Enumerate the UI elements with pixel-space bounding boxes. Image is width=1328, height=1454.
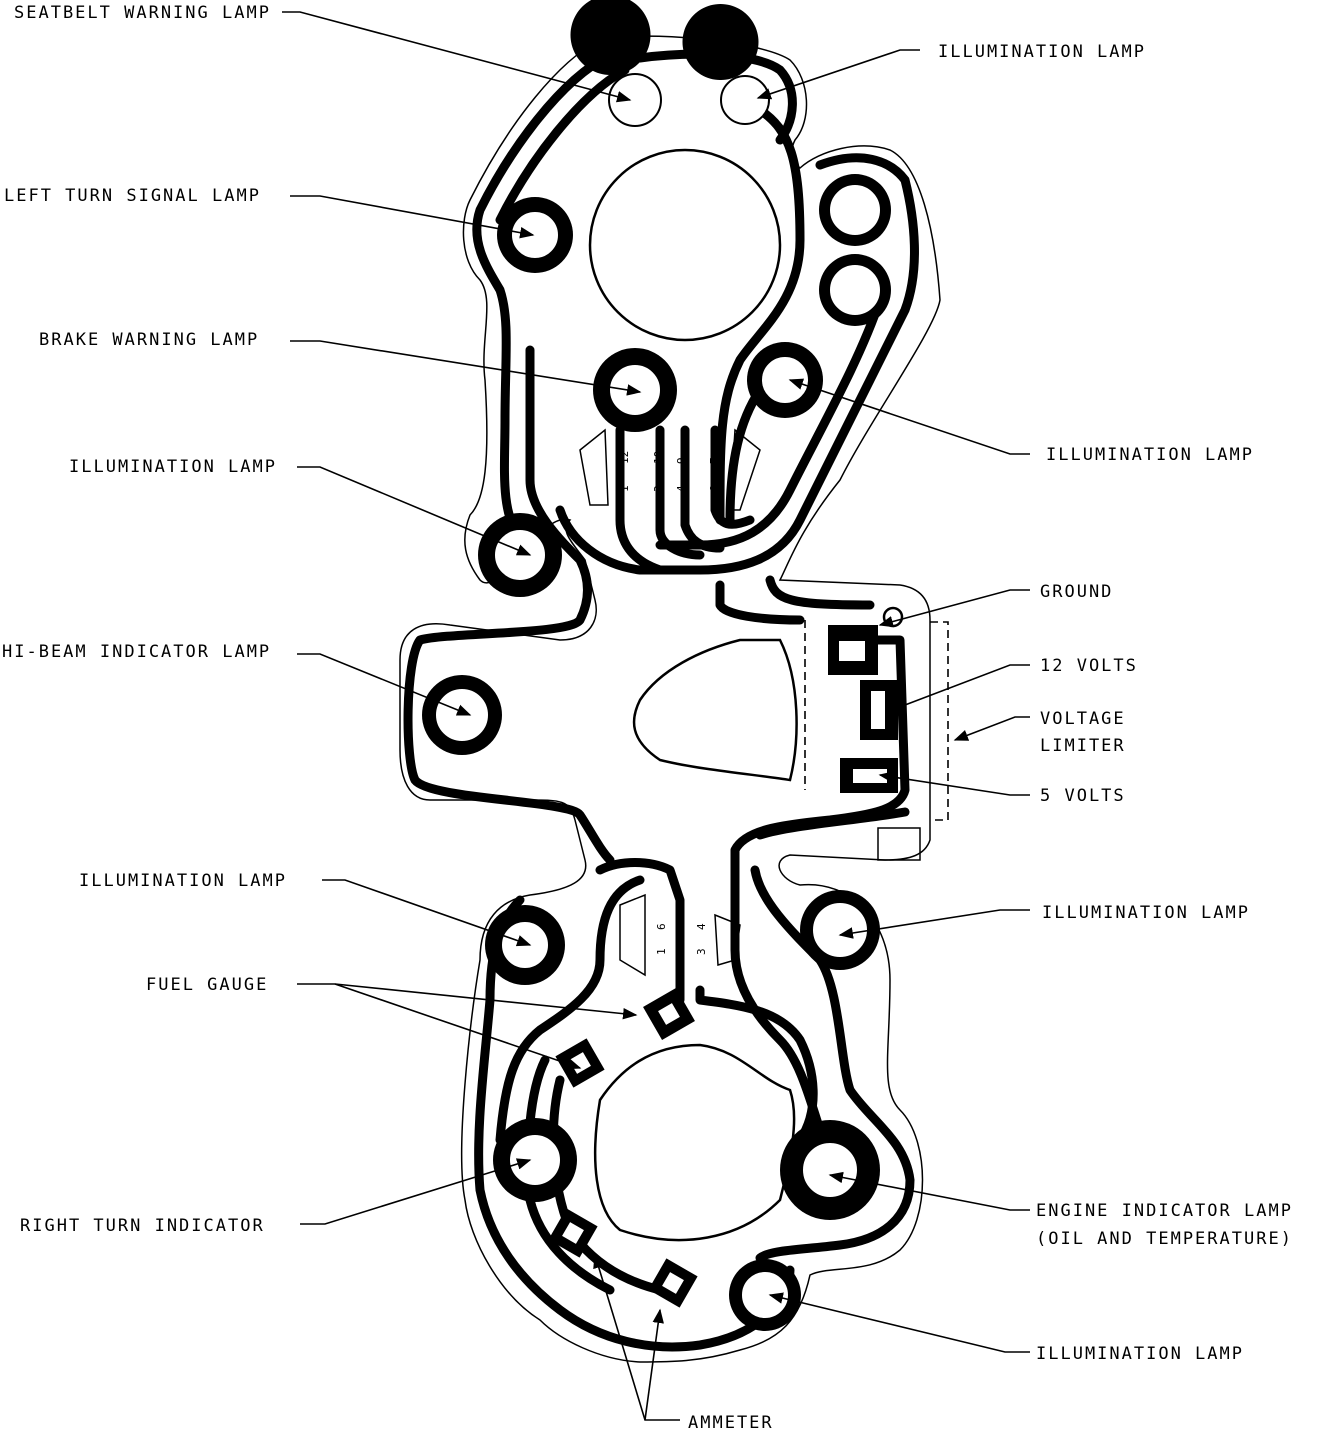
- upper-pin-b3: 7: [708, 457, 721, 464]
- socket-illum-bottom: [729, 1259, 801, 1331]
- label-illumination-lamp-top-right: ILLUMINATION LAMP: [938, 42, 1146, 62]
- label-12-volts: 12 VOLTS: [1040, 656, 1138, 676]
- upper-pin-a0: 1: [618, 485, 631, 492]
- label-seatbelt-warning-lamp: SEATBELT WARNING LAMP: [14, 3, 271, 23]
- lower-pin-a2: 3: [695, 948, 708, 955]
- gauge-hole-lower: [593, 1043, 796, 1242]
- upper-pin-b0: 12: [618, 451, 631, 464]
- socket-hi-beam: [422, 675, 502, 755]
- lower-pin-a1: 2: [674, 948, 687, 955]
- lower-pin-b0: 6: [655, 923, 668, 930]
- leader-lines: [282, 11, 1030, 1421]
- label-5-volts: 5 VOLTS: [1040, 786, 1126, 806]
- label-voltage-limiter-1: VOLTAGE: [1040, 709, 1126, 729]
- socket-engine: [780, 1120, 880, 1220]
- label-right-turn-indicator: RIGHT TURN INDICATOR: [20, 1216, 265, 1236]
- label-fuel-gauge: FUEL GAUGE: [146, 975, 268, 995]
- circuit-board: [399, 0, 949, 1363]
- label-illumination-lamp-right-upper: ILLUMINATION LAMP: [1046, 445, 1254, 465]
- gauge-hole-upper: [588, 148, 782, 342]
- callout-labels: SEATBELT WARNING LAMP ILLUMINATION LAMP …: [2, 3, 1293, 1433]
- socket-right-turn: [493, 1118, 577, 1202]
- label-engine-indicator-lamp-2: (OIL AND TEMPERATURE): [1036, 1229, 1293, 1249]
- label-illumination-lamp-left-upper: ILLUMINATION LAMP: [69, 457, 277, 477]
- label-illumination-lamp-right-lower: ILLUMINATION LAMP: [1042, 903, 1250, 923]
- socket-right-2: [819, 254, 891, 326]
- socket-brake: [593, 348, 677, 432]
- upper-pin-b2: 9: [675, 457, 688, 464]
- socket-right-1: [819, 174, 891, 246]
- label-ground: GROUND: [1040, 582, 1113, 602]
- label-illumination-lamp-left-lower: ILLUMINATION LAMP: [79, 871, 287, 891]
- label-engine-indicator-lamp-1: ENGINE INDICATOR LAMP: [1036, 1201, 1293, 1221]
- socket-illum-right-upper: [747, 342, 823, 418]
- lower-pin-a0: 1: [655, 948, 668, 955]
- lower-pin-b2: 4: [695, 923, 708, 930]
- label-left-turn-signal-lamp: LEFT TURN SIGNAL LAMP: [4, 186, 261, 206]
- label-hi-beam-indicator-lamp: HI-BEAM INDICATOR LAMP: [2, 642, 271, 662]
- label-voltage-limiter-2: LIMITER: [1040, 736, 1126, 756]
- label-brake-warning-lamp: BRAKE WARNING LAMP: [39, 330, 259, 350]
- lower-connector-pins: 1 2 3 6 5 4: [655, 923, 708, 955]
- upper-pin-a1: 3: [652, 485, 665, 492]
- socket-seatbelt: [570, 0, 662, 127]
- socket-illum-top: [682, 4, 770, 125]
- label-ammeter: AMMETER: [688, 1413, 774, 1433]
- socket-left-turn: [497, 197, 573, 273]
- socket-illum-left-upper: [478, 513, 562, 597]
- gauge-hole-center: [632, 638, 798, 782]
- socket-illum-left-lower: [485, 905, 565, 985]
- lower-pin-b1: 5: [674, 923, 687, 930]
- label-illumination-lamp-bottom: ILLUMINATION LAMP: [1036, 1344, 1244, 1364]
- upper-pin-a2: 4: [675, 485, 688, 492]
- upper-pin-b1: 10: [652, 451, 665, 464]
- upper-pin-a3: 6: [708, 485, 721, 492]
- upper-connector-pins: 1 3 4 6 12 10 9 7: [618, 451, 721, 492]
